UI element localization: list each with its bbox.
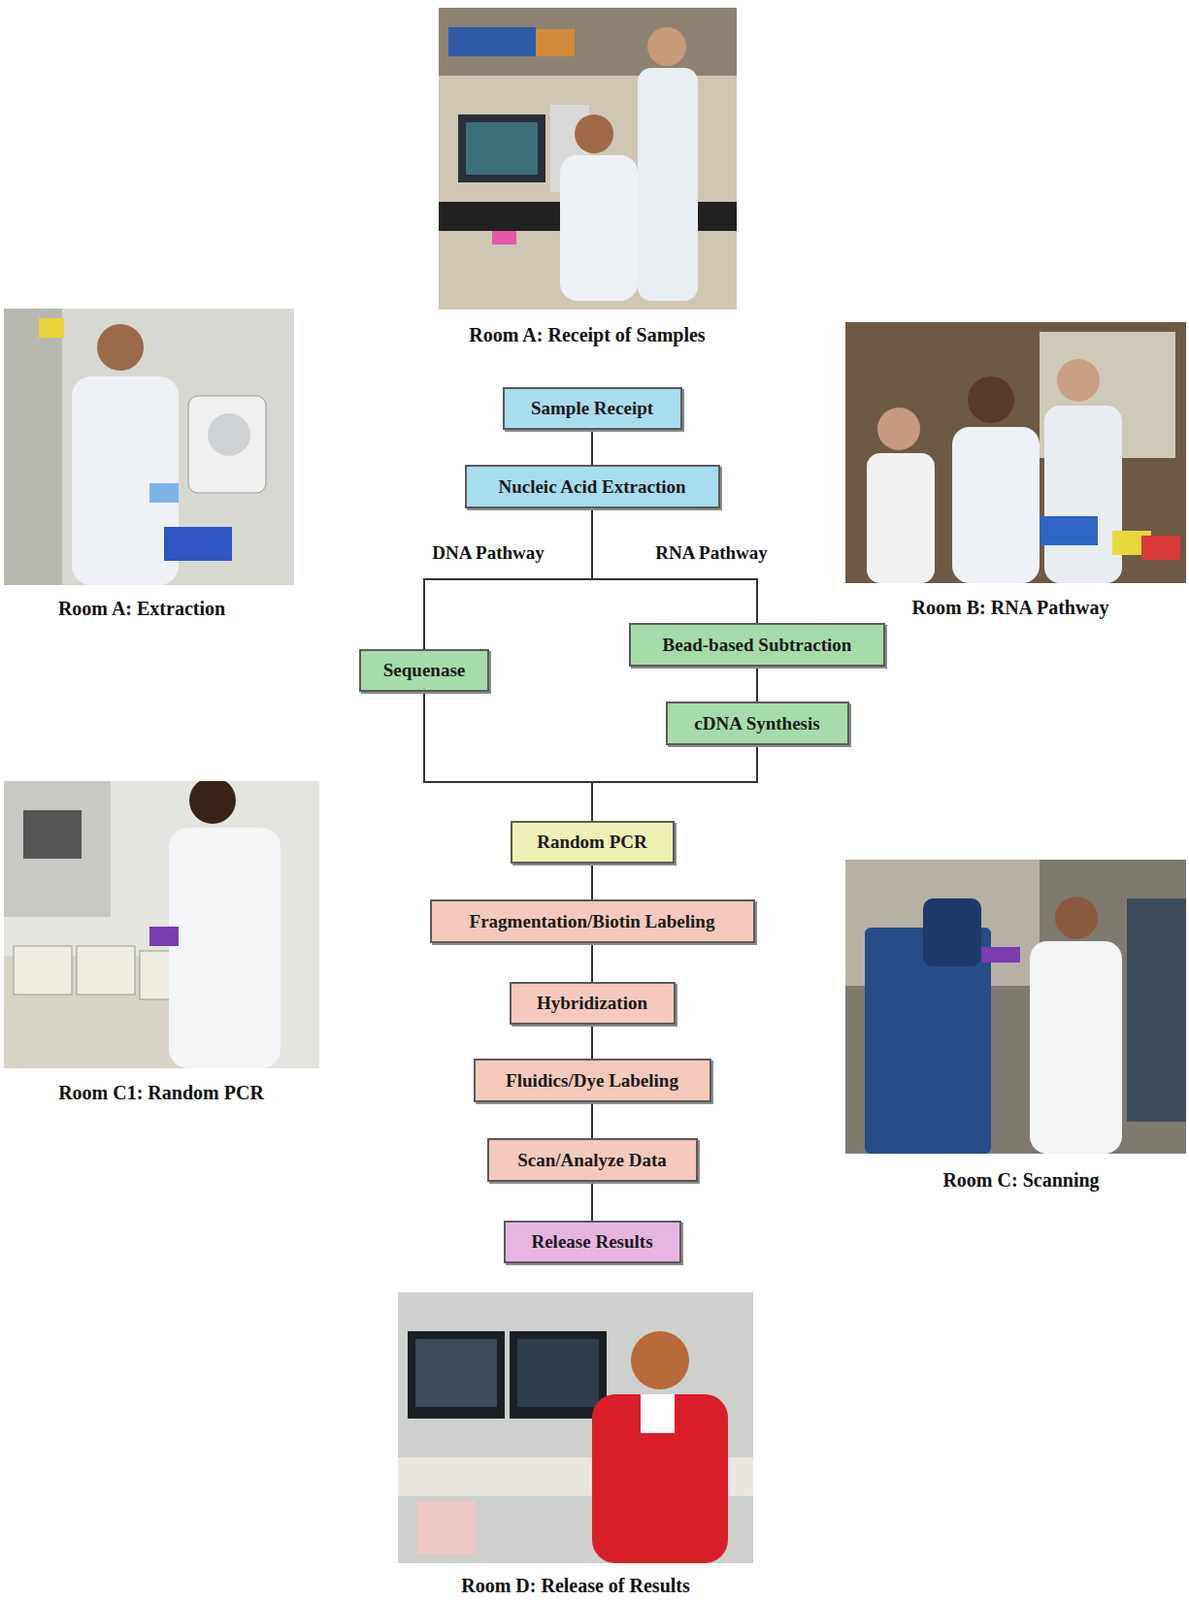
flow-connector (591, 863, 594, 900)
photo-caption: Room D: Release of Results (461, 1575, 691, 1598)
lab-photo (845, 322, 1187, 584)
flow-connector (756, 666, 759, 702)
flow-connector (591, 943, 594, 983)
flow-connector (424, 692, 593, 822)
flow-connector (591, 1182, 594, 1222)
flow-connector (592, 508, 758, 624)
box-label: Scan/Analyze Data (517, 1150, 667, 1172)
photo-caption: Room B: RNA Pathway (912, 596, 1110, 620)
flow-connector (591, 1102, 594, 1139)
lab-photo (845, 859, 1187, 1155)
process-box: Bead-based Subtraction (628, 623, 886, 667)
lab-photo (397, 1292, 754, 1564)
process-box: Fluidics/Dye Labeling (473, 1058, 712, 1103)
photo-caption: Room A: Receipt of Samples (468, 324, 705, 347)
box-label: Hybridization (536, 992, 648, 1015)
process-box: Nucleic Acid Extraction (464, 464, 721, 509)
box-label: Nucleic Acid Extraction (497, 476, 686, 498)
process-box: Sequenase (359, 649, 490, 693)
flow-connector (591, 1024, 594, 1059)
photo-caption: Room A: Extraction (58, 597, 226, 621)
flow-connector (424, 508, 593, 650)
photo-caption: Room C: Scanning (942, 1169, 1099, 1192)
flow-connector (591, 429, 594, 465)
box-label: Fragmentation/Biotin Labeling (469, 911, 716, 933)
process-box: Release Results (503, 1221, 682, 1264)
process-box: Fragmentation/Biotin Labeling (429, 899, 756, 944)
box-label: Sequenase (383, 660, 465, 682)
lab-photo (438, 7, 737, 310)
box-label: Sample Receipt (530, 397, 654, 420)
process-box: Hybridization (509, 982, 676, 1025)
box-label: Random PCR (536, 831, 647, 854)
box-label: cDNA Synthesis (693, 713, 820, 735)
flow-connector (592, 745, 758, 822)
pathway-label: RNA Pathway (652, 542, 771, 564)
process-box: cDNA Synthesis (665, 701, 850, 746)
lab-photo (3, 308, 295, 586)
box-label: Release Results (530, 1231, 653, 1254)
process-box: Sample Receipt (502, 387, 683, 430)
photo-caption: Room C1: Random PCR (58, 1082, 265, 1105)
box-label: Fluidics/Dye Labeling (505, 1070, 679, 1092)
lab-photo (3, 781, 320, 1069)
box-label: Bead-based Subtraction (662, 634, 853, 657)
process-box: Scan/Analyze Data (487, 1138, 698, 1183)
process-box: Random PCR (510, 821, 675, 864)
pathway-label: DNA Pathway (429, 542, 548, 564)
